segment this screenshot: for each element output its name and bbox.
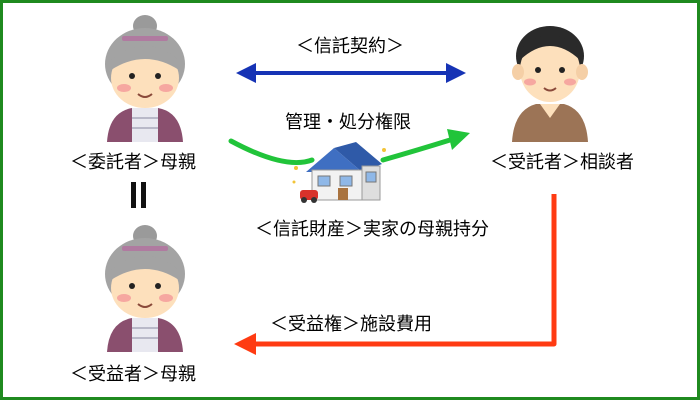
trustee-label: ＜受託者＞相談者 xyxy=(490,152,634,173)
equals-sign xyxy=(131,182,146,208)
settlor-label: ＜委託者＞母親 xyxy=(70,152,196,173)
benefit-arrow xyxy=(234,194,557,355)
elderly-woman-icon xyxy=(105,225,185,352)
man-icon xyxy=(512,26,588,142)
house-icon xyxy=(292,142,386,203)
authority-arrow xyxy=(228,129,470,165)
trust-contract-label: ＜信託契約＞ xyxy=(296,36,404,57)
trust-property-label: ＜信託財産＞実家の母親持分 xyxy=(255,219,489,240)
trust-contract-arrow xyxy=(236,63,466,83)
beneficiary-label: ＜受益者＞母親 xyxy=(70,364,196,385)
authority-label: 管理・処分権限 xyxy=(285,112,411,133)
elderly-woman-icon xyxy=(105,15,185,142)
benefit-label: ＜受益権＞施設費用 xyxy=(270,314,432,335)
